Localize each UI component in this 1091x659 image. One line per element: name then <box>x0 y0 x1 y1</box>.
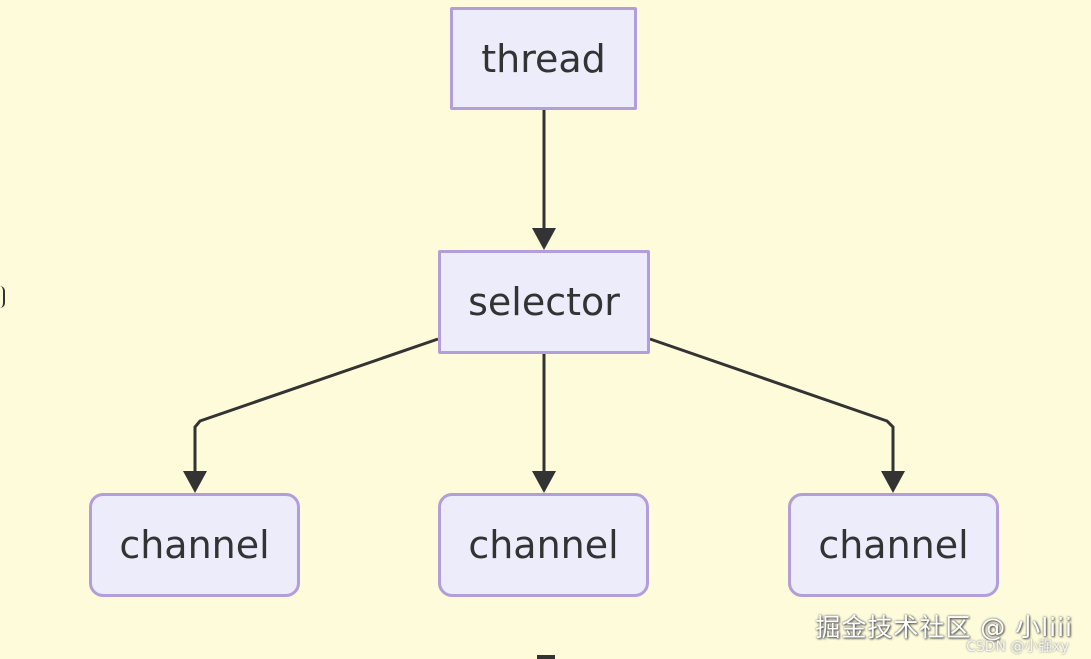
node-channel-1-label: channel <box>119 523 270 567</box>
edge-selector-channel-1 <box>183 337 439 493</box>
node-selector: selector <box>438 250 650 354</box>
node-channel-2: channel <box>438 493 649 597</box>
node-thread-label: thread <box>481 36 606 81</box>
node-channel-1: channel <box>89 493 300 597</box>
bottom-edge-mark <box>537 655 555 659</box>
watermark-primary: 掘金技术社区 @ 小liii <box>815 613 1073 642</box>
node-selector-label: selector <box>468 280 620 324</box>
watermark-secondary: CSDN @小强xy <box>966 639 1069 655</box>
edge-selector-channel-2 <box>532 354 556 493</box>
edge-thread-selector <box>532 110 556 250</box>
node-channel-3: channel <box>788 493 999 597</box>
left-edge-mark <box>0 286 5 308</box>
node-thread: thread <box>450 7 637 110</box>
edge-selector-channel-3 <box>649 337 905 493</box>
node-channel-2-label: channel <box>468 523 619 567</box>
node-channel-3-label: channel <box>818 523 969 567</box>
